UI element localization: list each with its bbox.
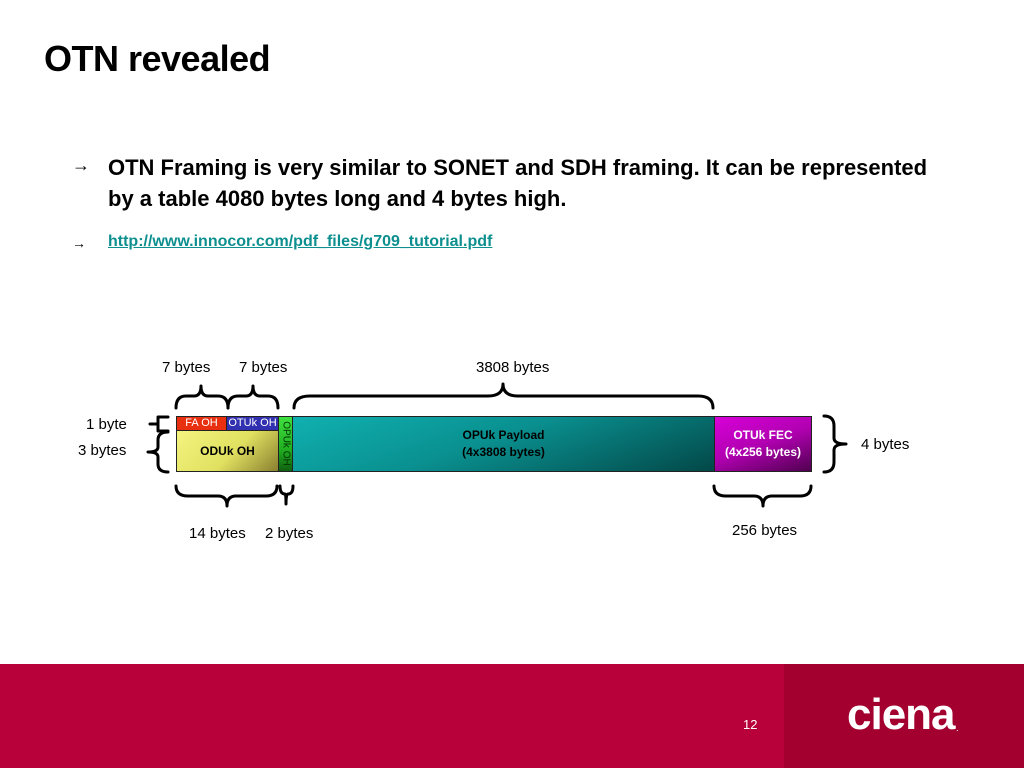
- rows234-height-label: 3 bytes: [78, 442, 127, 459]
- brace-right-frame: [822, 414, 848, 474]
- brace-top-fa: [174, 384, 230, 410]
- footer-logo-panel: [784, 664, 1024, 768]
- fa-oh-block: FA OH: [176, 416, 227, 431]
- brace-top-otuk: [226, 384, 280, 410]
- otuk-width-label: 7 bytes: [239, 359, 288, 376]
- fa-width-label: 7 bytes: [162, 359, 211, 376]
- arrow-icon: →: [72, 235, 86, 251]
- brace-left-row1: [148, 415, 170, 433]
- otuk-oh-block: OTUk OH: [226, 416, 279, 431]
- bullet-framing-text: OTN Framing is very similar to SONET and…: [108, 155, 928, 211]
- slide-title: OTN revealed: [44, 38, 271, 79]
- brace-top-payload: [292, 382, 715, 410]
- payload-title: OPUk Payload: [462, 428, 545, 442]
- payload-width-label: 3808 bytes: [476, 359, 550, 376]
- opu-oh-width-label: 2 bytes: [265, 525, 314, 542]
- fec-label: OTUk FEC (4x256 bytes): [715, 427, 811, 461]
- page-number: 12: [743, 717, 758, 732]
- payload-size: (4x3808 bytes): [462, 445, 545, 459]
- brace-bottom-opu-oh: [278, 484, 295, 506]
- ciena-logo: ciena: [847, 690, 956, 739]
- opuk-payload-block: OPUk Payload (4x3808 bytes): [292, 416, 715, 472]
- brace-bottom-oh: [174, 484, 279, 508]
- payload-label: OPUk Payload (4x3808 bytes): [293, 427, 714, 461]
- oduk-oh-label: ODUk OH: [200, 444, 255, 458]
- fec-size: (4x256 bytes): [724, 445, 802, 459]
- oduk-oh-block: ODUk OH: [176, 430, 279, 472]
- brace-bottom-fec: [712, 484, 813, 508]
- footer-bar: [0, 664, 784, 768]
- otuk-fec-block: OTUk FEC (4x256 bytes): [714, 416, 812, 472]
- row1-height-label: 1 byte: [86, 416, 127, 433]
- otuk-oh-label: OTUk OH: [228, 417, 277, 429]
- arrow-icon: →: [72, 155, 90, 175]
- oh-width-label: 14 bytes: [189, 525, 246, 542]
- logo-trademark-mark: .: [956, 723, 959, 733]
- fec-width-label: 256 bytes: [732, 522, 798, 539]
- brace-left-rows: [146, 430, 170, 474]
- fa-oh-label: FA OH: [185, 417, 218, 429]
- tutorial-link[interactable]: http://www.innocor.com/pdf_files/g709_tu…: [108, 233, 493, 250]
- frame-height-label: 4 bytes: [861, 436, 910, 453]
- fec-title: OTUk FEC: [733, 428, 793, 442]
